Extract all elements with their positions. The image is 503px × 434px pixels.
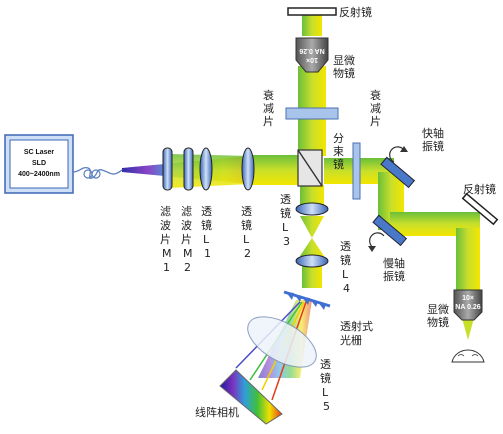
label-m2-3: 片 bbox=[181, 233, 192, 246]
objective-right-na: NA 0.26 bbox=[455, 304, 481, 311]
beam-to-right-objective bbox=[456, 228, 480, 290]
label-m1-4: M bbox=[162, 247, 172, 260]
label-m1-2: 波 bbox=[160, 219, 171, 232]
label-atten-right-1: 衰 bbox=[370, 88, 381, 102]
label-l4-2: 镜 bbox=[340, 253, 351, 267]
label-m1-3: 片 bbox=[160, 233, 171, 246]
beam-to-top-mirror bbox=[302, 14, 322, 36]
atten-top-element bbox=[285, 107, 339, 120]
objective-top-mag: 10× bbox=[306, 56, 318, 63]
objective-top-na: NA 0.26 bbox=[299, 47, 325, 54]
fiber-loop-2 bbox=[91, 169, 101, 179]
label-m2-2: 波 bbox=[181, 219, 192, 232]
label-l1-1: 透 bbox=[201, 205, 212, 218]
label-l2-4: 2 bbox=[244, 247, 251, 260]
label-mirror-right: 反射镜 bbox=[463, 182, 496, 196]
label-l5-1: 透 bbox=[320, 358, 331, 371]
label-fast-galvo-1: 快轴 bbox=[422, 126, 444, 140]
beam-to-grating bbox=[302, 266, 322, 288]
label-splitter-1: 分 bbox=[333, 132, 344, 145]
label-camera: 线阵相机 bbox=[195, 405, 239, 419]
label-l1-2: 镜 bbox=[201, 218, 212, 232]
filter-m2-element bbox=[183, 147, 194, 191]
beam-focus-l3-l4 bbox=[300, 216, 324, 256]
label-l5-4: 5 bbox=[323, 400, 330, 413]
label-m1-1: 滤 bbox=[160, 205, 171, 218]
label-objective-right-1: 显微 bbox=[427, 302, 449, 316]
filter-m1-element bbox=[162, 147, 173, 191]
label-atten-left-2: 减 bbox=[263, 102, 274, 115]
source-line1: SC Laser bbox=[24, 149, 55, 156]
objective-right-mag: 10× bbox=[462, 295, 474, 302]
label-atten-left-3: 片 bbox=[263, 115, 274, 128]
source-line2: SLD bbox=[32, 160, 46, 167]
label-slow-galvo-2: 振镜 bbox=[383, 269, 405, 283]
fiber-loop-1 bbox=[83, 169, 93, 179]
grating-element bbox=[283, 290, 331, 310]
label-grating-2: 光栅 bbox=[340, 333, 362, 347]
label-l3-2: 镜 bbox=[280, 206, 291, 220]
sc-laser-inner bbox=[9, 139, 69, 189]
label-splitter-2: 束 bbox=[333, 145, 344, 158]
label-grating-1: 透射式 bbox=[340, 319, 373, 333]
label-l4-4: 4 bbox=[343, 282, 350, 295]
label-l3-4: 3 bbox=[283, 235, 290, 248]
label-splitter-3: 镜 bbox=[333, 157, 344, 171]
label-m2-4: M bbox=[183, 247, 193, 260]
label-l4-3: L bbox=[342, 268, 349, 281]
label-l1-4: 1 bbox=[204, 247, 211, 260]
label-l5-2: 镜 bbox=[320, 371, 331, 385]
objective-top-element bbox=[295, 37, 329, 73]
label-l1-3: L bbox=[203, 233, 210, 246]
beam-focus-sample bbox=[462, 318, 474, 340]
label-atten-left-1: 衰 bbox=[263, 88, 274, 102]
lens-l4-element bbox=[295, 254, 329, 268]
mirror-right-element bbox=[461, 192, 499, 226]
label-objective-right-2: 物镜 bbox=[427, 315, 449, 329]
beam-down bbox=[300, 185, 324, 205]
label-m1-5: 1 bbox=[163, 261, 170, 274]
source-line3: 400~2400nm bbox=[18, 171, 60, 178]
fiber-cable bbox=[72, 166, 123, 179]
label-mirror-top: 反射镜 bbox=[339, 5, 372, 19]
beam-splitter-diagonal bbox=[297, 149, 323, 187]
label-l5-3: L bbox=[322, 386, 329, 399]
label-l2-1: 透 bbox=[241, 205, 252, 218]
atten-right-element bbox=[352, 142, 361, 200]
lens-l5-element bbox=[247, 316, 317, 368]
label-fast-galvo-2: 振镜 bbox=[422, 139, 444, 153]
eye-icon bbox=[451, 349, 485, 363]
label-objective-top-2: 物镜 bbox=[333, 66, 355, 80]
lens-l2-element bbox=[241, 147, 255, 191]
slow-galvo-element bbox=[368, 214, 408, 252]
label-atten-right-3: 片 bbox=[370, 115, 381, 128]
lens-l1-element bbox=[199, 147, 213, 191]
label-l3-1: 透 bbox=[280, 193, 291, 206]
label-objective-top-1: 显微 bbox=[333, 53, 355, 67]
label-l2-2: 镜 bbox=[241, 218, 252, 232]
label-slow-galvo-1: 慢轴 bbox=[383, 256, 405, 270]
objective-right-element bbox=[453, 289, 483, 321]
label-m2-1: 滤 bbox=[181, 205, 192, 218]
fast-galvo-element bbox=[380, 146, 416, 189]
lens-l3-element bbox=[295, 202, 329, 216]
line-camera-element bbox=[219, 369, 283, 425]
label-l2-3: L bbox=[243, 233, 250, 246]
label-m2-5: 2 bbox=[184, 261, 191, 274]
mirror-top-element bbox=[287, 7, 337, 16]
label-atten-right-2: 减 bbox=[370, 102, 381, 115]
label-l3-3: L bbox=[282, 221, 289, 234]
label-l4-1: 透 bbox=[340, 240, 351, 253]
